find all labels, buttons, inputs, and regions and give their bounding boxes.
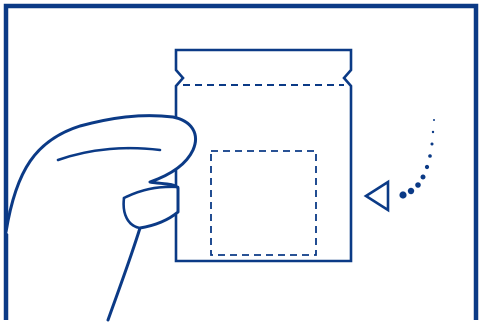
arrow-head xyxy=(366,182,388,210)
hand-outline xyxy=(6,116,196,320)
packet-icon xyxy=(176,50,351,261)
hand-icon xyxy=(6,116,196,320)
arrow-dot xyxy=(399,191,406,198)
dotted-curved-arrow-icon xyxy=(366,119,435,210)
arrow-dot xyxy=(428,154,432,158)
arrow-dot xyxy=(421,175,426,180)
arrow-dot xyxy=(408,188,414,194)
arrow-dot xyxy=(431,143,434,146)
arrow-dot xyxy=(415,182,421,188)
arrow-dot xyxy=(425,165,429,169)
arrow-dot xyxy=(432,131,434,133)
arrow-dot xyxy=(433,119,435,121)
packet-outline xyxy=(176,50,351,261)
arrow-dots xyxy=(399,119,435,199)
